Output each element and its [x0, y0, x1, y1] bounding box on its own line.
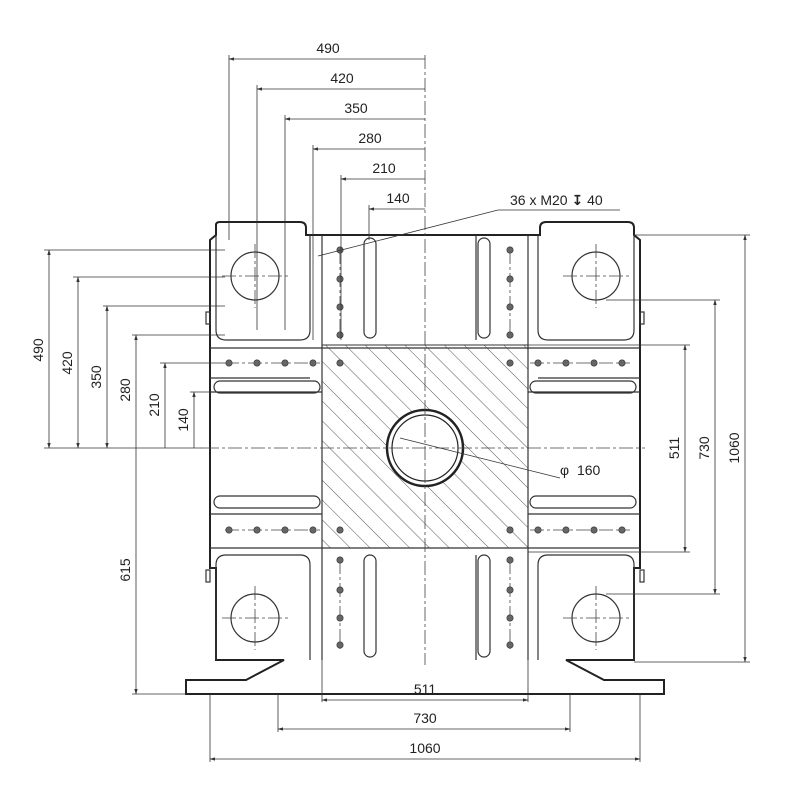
threaded-hole: [336, 331, 344, 339]
threaded-hole: [534, 526, 542, 534]
left-dim-280: 280: [117, 378, 133, 402]
threaded-holes: [225, 246, 626, 649]
left-dim-350: 350: [88, 365, 104, 389]
threaded-hole: [506, 586, 514, 594]
top-dim-210: 210: [372, 160, 396, 176]
threaded-hole: [253, 526, 261, 534]
threaded-hole: [506, 331, 514, 339]
threaded-hole: [336, 614, 344, 622]
threaded-hole: [336, 526, 344, 534]
threaded-hole: [506, 359, 514, 367]
threaded-hole: [562, 526, 570, 534]
right-dim-511: 511: [666, 437, 682, 460]
threaded-hole: [309, 359, 317, 367]
threaded-hole: [281, 359, 289, 367]
threaded-hole: [562, 359, 570, 367]
left-dim-420: 420: [59, 351, 75, 375]
left-dim-210: 210: [146, 393, 162, 417]
top-dim-420: 420: [330, 70, 354, 86]
left-dim-140: 140: [175, 408, 191, 432]
threaded-hole: [590, 526, 598, 534]
top-dim-280: 280: [358, 130, 382, 146]
left-dim-490: 490: [30, 338, 46, 362]
threaded-hole: [618, 526, 626, 534]
center-lines: [205, 55, 645, 665]
top-dim-490: 490: [316, 40, 340, 56]
threaded-hole: [506, 246, 514, 254]
threaded-hole: [534, 359, 542, 367]
bore-callout: φ 160: [560, 462, 601, 478]
thread-callout-prefix: 36 x M20: [510, 192, 568, 208]
threaded-hole: [506, 526, 514, 534]
right-dim-1060: 1060: [726, 432, 742, 463]
threaded-hole: [336, 275, 344, 283]
threaded-hole: [336, 586, 344, 594]
threaded-hole: [225, 359, 233, 367]
thread-depth-symbol: ↧: [571, 192, 583, 208]
top-dim-350: 350: [344, 100, 368, 116]
threaded-hole: [281, 526, 289, 534]
threaded-hole: [506, 641, 514, 649]
right-dim-730: 730: [696, 436, 712, 460]
bore-diameter-value: 160: [577, 462, 601, 478]
bore-diameter-symbol: φ: [560, 462, 569, 478]
threaded-hole: [225, 526, 233, 534]
thread-callout-depth: 40: [587, 192, 603, 208]
threaded-hole: [309, 526, 317, 534]
threaded-hole: [618, 359, 626, 367]
dimension-lines: [44, 55, 750, 762]
threaded-hole: [336, 359, 344, 367]
bottom-dim-730: 730: [413, 710, 437, 726]
left-dim-615: 615: [117, 558, 133, 582]
threaded-hole: [590, 359, 598, 367]
threaded-hole: [336, 556, 344, 564]
threaded-hole: [336, 641, 344, 649]
threaded-hole: [506, 303, 514, 311]
dimension-labels: 490 420 350 280 210 140 490 420 350 280 …: [30, 40, 742, 756]
threaded-hole: [506, 556, 514, 564]
threaded-hole: [506, 275, 514, 283]
threaded-hole: [506, 614, 514, 622]
top-dim-140: 140: [386, 190, 410, 206]
bottom-dim-1060: 1060: [409, 740, 440, 756]
bottom-dim-511: 511: [414, 681, 437, 697]
thread-callout: 36 x M20 ↧ 40: [510, 192, 603, 208]
threaded-hole: [253, 359, 261, 367]
threaded-hole: [336, 303, 344, 311]
